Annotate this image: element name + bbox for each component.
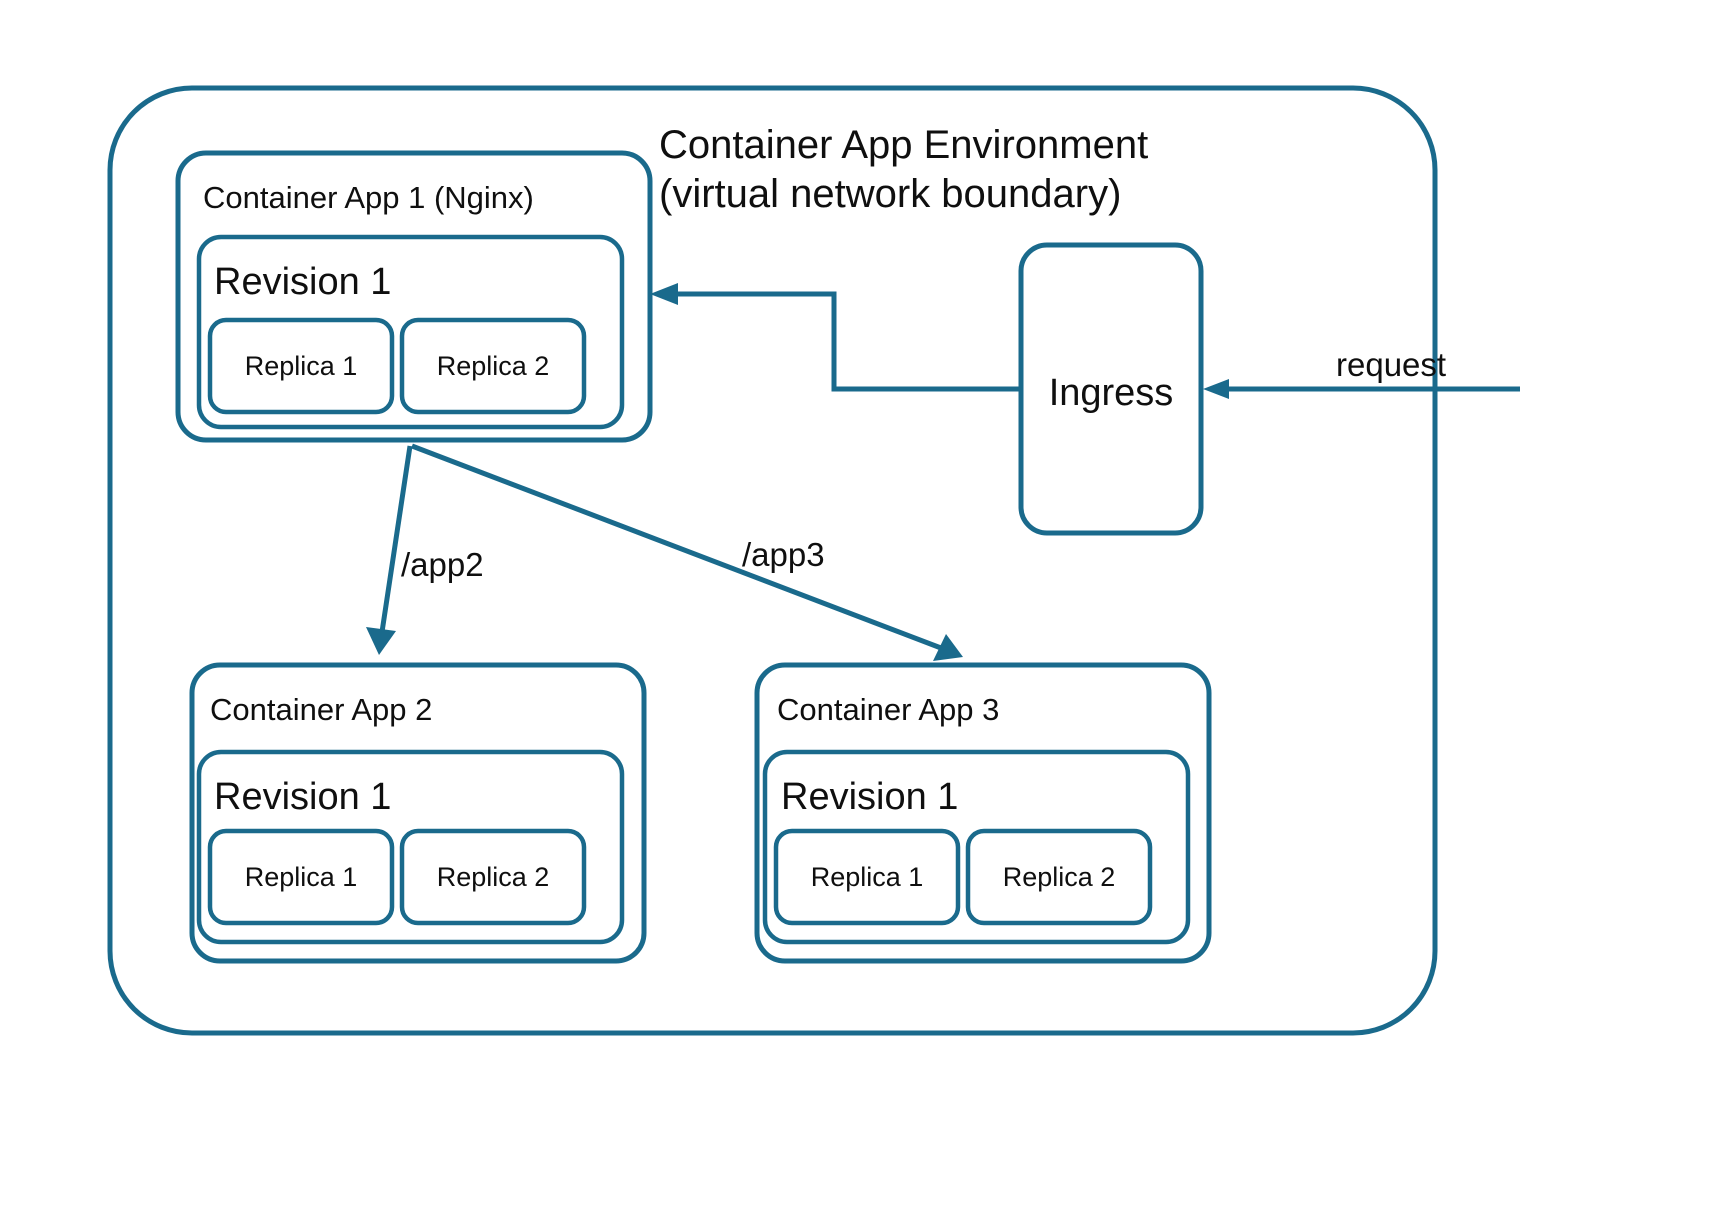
connector-app1-to-app2 xyxy=(379,445,413,633)
container-app-3-replica-2-label: Replica 2 xyxy=(1003,862,1116,892)
app3-route-label: /app3 xyxy=(742,536,825,573)
container-app-1-replica-1-label: Replica 1 xyxy=(245,351,358,381)
container-app-2-replica-2-box[interactable] xyxy=(399,828,587,926)
container-app-2-revision-label: Revision 1 xyxy=(214,776,391,818)
container-app-1-revision-label: Revision 1 xyxy=(214,261,391,303)
ingress-label: Ingress xyxy=(1049,372,1174,414)
environment-title-line1: Container App Environment xyxy=(659,123,1148,167)
request-label: request xyxy=(1336,346,1446,383)
container-app-2-replica-1-box[interactable] xyxy=(207,828,395,926)
container-app-1-replica-2-box[interactable] xyxy=(399,317,587,415)
connector-app1-to-app3 xyxy=(411,443,942,651)
arrowhead-app1-to-app3 xyxy=(933,634,963,661)
container-app-1-replica-1-box[interactable] xyxy=(207,317,395,415)
container-app-3-replica-1-label: Replica 1 xyxy=(811,862,924,892)
container-app-1-replica-2-label: Replica 2 xyxy=(437,351,550,381)
container-app-3-revision-label: Revision 1 xyxy=(781,776,958,818)
container-app-2-replica-1-label: Replica 1 xyxy=(245,862,358,892)
app2-route-label: /app2 xyxy=(401,546,484,583)
environment-title-line2: (virtual network boundary) xyxy=(659,172,1121,216)
connector-ingress-to-app1 xyxy=(668,291,1021,392)
arrowhead-ingress-to-app1 xyxy=(650,283,678,305)
container-app-2-replica-2-label: Replica 2 xyxy=(437,862,550,892)
container-app-3-replica-1-box[interactable] xyxy=(773,828,961,926)
container-app-2-label: Container App 2 xyxy=(210,692,432,727)
container-app-3-replica-2-box[interactable] xyxy=(965,828,1153,926)
container-app-1-label: Container App 1 (Nginx) xyxy=(203,180,534,215)
arrowhead-app1-to-app2 xyxy=(366,627,396,655)
container-app-3-label: Container App 3 xyxy=(777,692,999,727)
arrowhead-request-to-ingress xyxy=(1203,379,1229,399)
